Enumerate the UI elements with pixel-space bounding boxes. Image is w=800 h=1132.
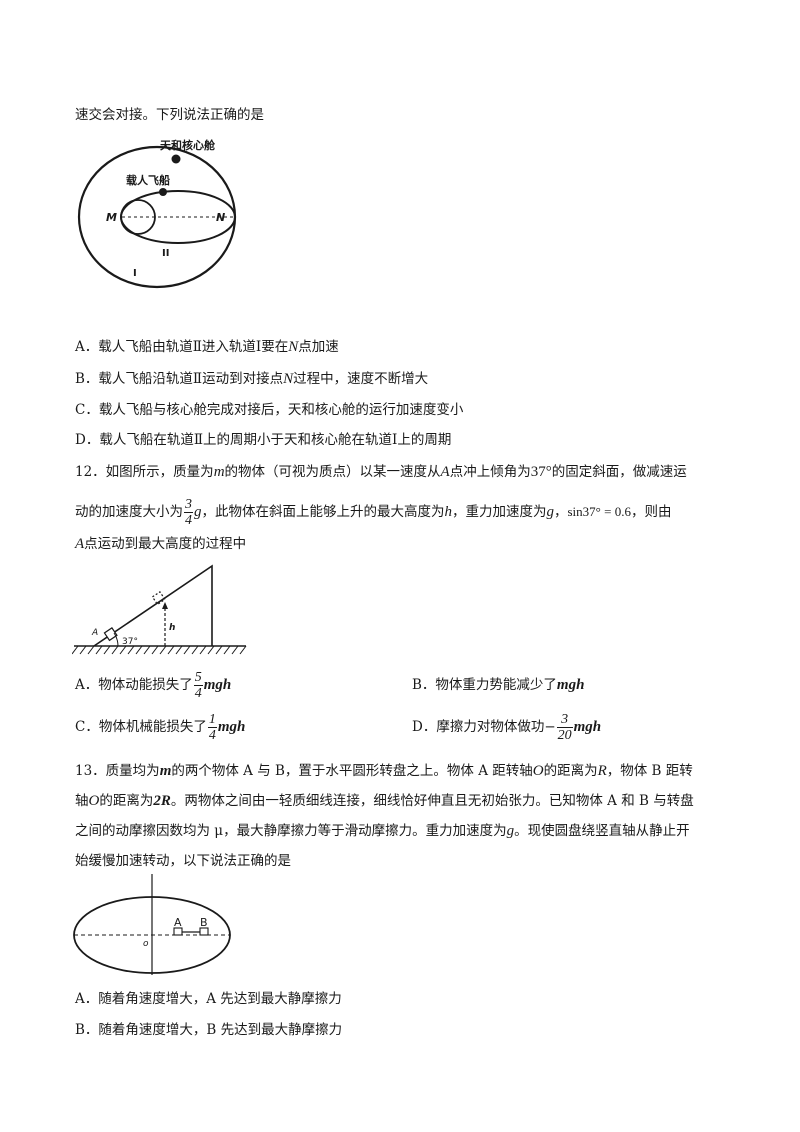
earth-circle — [120, 199, 156, 235]
ship-label: 载人飞船 — [126, 173, 170, 187]
q13-stem-line-4: 始缓慢加速转动，以下说法正确的是 — [75, 853, 291, 869]
q12-option-b[interactable]: B．物体重力势能减少了mgh — [412, 677, 585, 693]
label-N: N — [216, 211, 225, 224]
q11-option-b[interactable]: B．载人飞船沿轨道Ⅱ运动到对接点N过程中，速度不断增大 — [75, 371, 429, 387]
q11-option-a[interactable]: A．载人飞船由轨道Ⅱ进入轨道Ⅰ要在N点加速 — [75, 339, 339, 355]
q13-stem-line-3: 之间的动摩擦因数均为 μ，最大静摩擦力等于滑动摩擦力。重力加速度为g。现使圆盘绕… — [75, 823, 690, 839]
label-M: M — [106, 211, 117, 224]
height-arrowhead-up — [162, 602, 168, 609]
block-B — [199, 927, 209, 936]
q12-incline-figure: A 37° h — [72, 564, 247, 655]
incline-triangle — [93, 564, 213, 647]
block-at-top — [151, 591, 166, 606]
q13-stem-line-2: 轴O的距离为2R。两物体之间由一轻质细线连接，细线恰好伸直且无初始张力。已知物体… — [75, 793, 694, 809]
orbit-1-circle — [77, 145, 237, 289]
q11-option-c[interactable]: C．载人飞船与核心舱完成对接后，天和核心舱的运行加速度变小 — [75, 402, 464, 418]
block-A — [173, 927, 183, 936]
ship-dot — [159, 188, 167, 196]
q11-orbit-figure: 天和核心舱 载人飞船 M N II I — [77, 138, 237, 289]
label-A: A — [174, 916, 182, 929]
station-dot — [171, 154, 181, 164]
label-A: A — [91, 628, 98, 638]
q12-stem-line-3: A点运动到最大高度的过程中 — [75, 536, 247, 552]
q13-turntable-figure: A B o — [73, 874, 231, 975]
q12-stem-line-1: 12．如图所示，质量为m的物体（可视为质点）以某一速度从A点冲上倾角为37°的固… — [75, 464, 687, 480]
q13-option-b[interactable]: B．随着角速度增大，B 先达到最大静摩擦力 — [75, 1022, 343, 1038]
label-orbit-1: I — [133, 268, 137, 279]
label-angle: 37° — [122, 637, 138, 647]
label-B: B — [200, 916, 208, 929]
q13-option-a[interactable]: A．随着角速度增大，A 先达到最大静摩擦力 — [75, 991, 342, 1007]
station-label: 天和核心舱 — [160, 138, 216, 152]
ground-hatching — [72, 645, 247, 655]
label-orbit-2: II — [162, 248, 169, 259]
q11-option-d[interactable]: D．载人飞船在轨道Ⅱ上的周期小于天和核心舱在轨道Ⅰ上的周期 — [75, 432, 452, 448]
label-O: o — [143, 939, 149, 949]
label-h: h — [169, 623, 175, 633]
block-at-A — [103, 627, 118, 642]
angle-arc — [113, 632, 119, 647]
q11-stem-tail: 速交会对接。下列说法正确的是 — [75, 107, 264, 123]
q13-stem-line-1: 13．质量均为m的两个物体 A 与 B，置于水平圆形转盘之上。物体 A 距转轴O… — [75, 763, 693, 779]
